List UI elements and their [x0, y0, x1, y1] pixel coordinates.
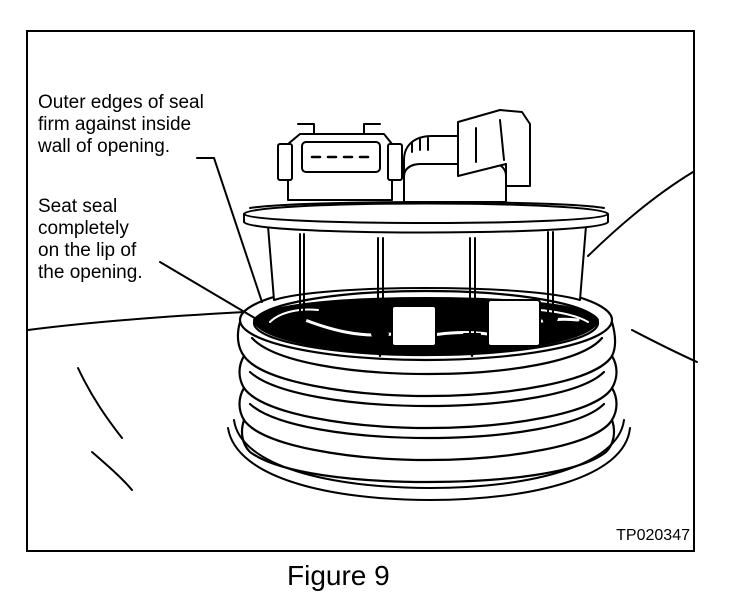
- seat-arrows: [293, 231, 559, 357]
- figure-caption: Figure 9: [287, 560, 390, 591]
- tank-contour-right: [631, 329, 698, 363]
- pump-lower-block-1: [391, 305, 437, 347]
- pump-flange: [243, 201, 609, 234]
- leader-line: [213, 157, 263, 303]
- fuel-outlet: [403, 109, 531, 203]
- tank-contour-left-1: [77, 367, 123, 439]
- tank-surface-right: [587, 171, 694, 257]
- figure-frame: [26, 30, 695, 552]
- opening-outer-ring-inner: [233, 419, 625, 489]
- callout-seat-seal: Seat seal completely on the lip of the o…: [38, 196, 143, 283]
- figure-id: TP020347: [616, 527, 690, 544]
- interior-highlight-2: [269, 308, 589, 323]
- pump-body: [267, 225, 587, 301]
- electrical-connector: [277, 123, 403, 201]
- callout-outer-edges: Outer edges of seal firm against inside …: [38, 92, 204, 157]
- opening-outer-ring: [227, 427, 631, 501]
- pump-lower-block-2: [487, 299, 541, 347]
- leader-line-2: [159, 261, 259, 321]
- tank-contour-left-2: [91, 451, 133, 491]
- tank-surface-left: [27, 311, 246, 331]
